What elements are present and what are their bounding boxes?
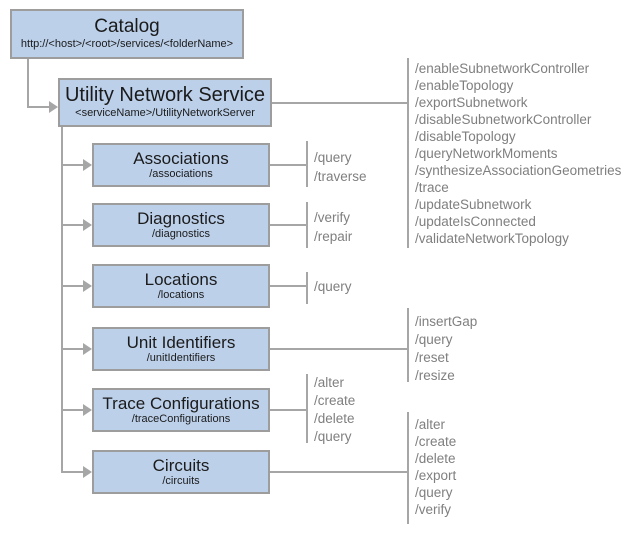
operation-label: /queryNetworkMoments — [415, 146, 558, 161]
operation-label: /alter — [314, 375, 345, 390]
resource-title: Locations — [144, 269, 218, 289]
catalog-service-connector-horizontal — [27, 106, 50, 108]
operation-label: /query — [415, 485, 453, 500]
arrowhead-icon — [49, 101, 58, 113]
operation-label: /alter — [415, 417, 446, 432]
service-title: Utility Network Service — [64, 84, 266, 107]
resource-title: Unit Identifiers — [126, 332, 236, 352]
operation-label: /query — [314, 429, 352, 444]
operation-label: /verify — [415, 502, 452, 517]
arrowhead-icon — [83, 280, 92, 292]
resource-title: Associations — [133, 148, 229, 168]
operation-label: /query — [314, 150, 352, 165]
operation-label: /create — [314, 393, 356, 408]
service-ops-bracket — [407, 58, 409, 248]
resource-title: Diagnostics — [137, 208, 225, 228]
operation-label: /resize — [415, 368, 455, 383]
operation-label: /disableTopology — [415, 129, 516, 144]
operation-label: /trace — [415, 180, 449, 195]
operation-label: /delete — [415, 451, 456, 466]
operation-label: /query — [415, 332, 453, 347]
resource-box-associations: Associations /associations — [92, 143, 270, 187]
operation-label: /create — [415, 434, 457, 449]
operation-label: /verify — [314, 210, 351, 225]
catalog-url: http://<host>/<root>/services/<folderNam… — [20, 37, 234, 50]
operation-label: /insertGap — [415, 314, 478, 329]
service-path: <serviceName>/UtilityNetworkServer — [75, 106, 255, 119]
operations-list-associations: /query /traverse — [314, 148, 367, 186]
operation-label: /synthesizeAssociationGeometries — [415, 163, 622, 178]
resource-box-circuits: Circuits /circuits — [92, 450, 270, 494]
arrowhead-icon — [83, 219, 92, 231]
operation-label: /traverse — [314, 169, 367, 184]
resource-title: Circuits — [152, 455, 210, 475]
operation-label: /repair — [314, 229, 353, 244]
ops-connector-associations — [270, 164, 307, 166]
service-ops-connector — [272, 102, 408, 104]
operation-label: /delete — [314, 411, 355, 426]
service-operations-list: /enableSubnetworkController /enableTopol… — [415, 60, 621, 247]
branch-line-locations — [61, 285, 84, 287]
ops-bracket-locations — [306, 272, 308, 304]
arrowhead-icon — [83, 343, 92, 355]
operations-list-unit-identifiers: /insertGap /query /reset /resize — [415, 313, 477, 385]
ops-connector-unit-identifiers — [270, 348, 408, 350]
ops-connector-trace-configurations — [270, 409, 307, 411]
ops-connector-locations — [270, 285, 307, 287]
operation-label: /query — [314, 279, 352, 294]
operation-label: /updateIsConnected — [415, 214, 536, 229]
ops-bracket-unit-identifiers — [407, 308, 409, 382]
ops-bracket-diagnostics — [306, 202, 308, 248]
catalog-service-connector-vertical — [27, 59, 29, 107]
resource-path: /unitIdentifiers — [146, 351, 216, 364]
service-box: Utility Network Service <serviceName>/Ut… — [58, 78, 272, 127]
ops-bracket-trace-configurations — [306, 374, 308, 443]
resource-path: /associations — [149, 167, 213, 180]
resource-box-locations: Locations /locations — [92, 264, 270, 308]
operation-label: /updateSubnetwork — [415, 197, 532, 212]
catalog-title: Catalog — [94, 16, 160, 38]
resource-title: Trace Configurations — [102, 393, 260, 413]
branch-line-trace-configurations — [61, 409, 84, 411]
arrowhead-icon — [83, 404, 92, 416]
resource-path: /circuits — [162, 474, 200, 487]
operations-list-trace-configurations: /alter /create /delete /query — [314, 374, 355, 446]
branch-line-diagnostics — [61, 224, 84, 226]
resource-box-trace-configurations: Trace Configurations /traceConfiguration… — [92, 388, 270, 432]
operations-list-circuits: /alter /create /delete /export /query /v… — [415, 416, 456, 518]
operation-label: /enableSubnetworkController — [415, 61, 590, 76]
operation-label: /export — [415, 468, 457, 483]
ops-bracket-circuits — [407, 412, 409, 524]
branch-line-circuits — [61, 471, 84, 473]
service-children-trunk — [61, 127, 63, 472]
branch-line-associations — [61, 164, 84, 166]
operations-list-diagnostics: /verify /repair — [314, 208, 352, 246]
operation-label: /reset — [415, 350, 449, 365]
arrowhead-icon — [83, 159, 92, 171]
operation-label: /exportSubnetwork — [415, 95, 528, 110]
ops-connector-diagnostics — [270, 224, 307, 226]
resource-path: /traceConfigurations — [131, 412, 231, 425]
operation-label: /enableTopology — [415, 78, 514, 93]
ops-connector-circuits — [270, 471, 408, 473]
branch-line-unit-identifiers — [61, 348, 84, 350]
resource-box-unit-identifiers: Unit Identifiers /unitIdentifiers — [92, 327, 270, 371]
operation-label: /validateNetworkTopology — [415, 231, 569, 246]
operation-label: /disableSubnetworkController — [415, 112, 592, 127]
catalog-box: Catalog http://<host>/<root>/services/<f… — [10, 9, 244, 59]
resource-box-diagnostics: Diagnostics /diagnostics — [92, 203, 270, 247]
arrowhead-icon — [83, 466, 92, 478]
resource-path: /locations — [157, 288, 205, 301]
ops-bracket-associations — [306, 141, 308, 187]
operations-list-locations: /query — [314, 277, 352, 296]
resource-path: /diagnostics — [151, 227, 211, 240]
